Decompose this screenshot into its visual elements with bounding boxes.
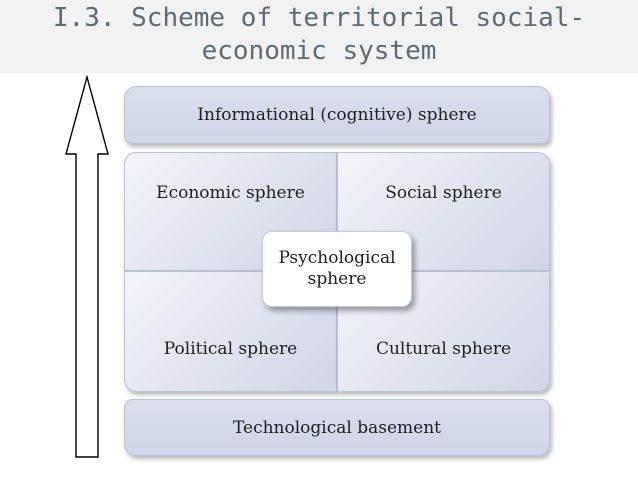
psychological-sphere-box: Psychological sphere [262,231,412,307]
title-bar [0,0,638,73]
upward-arrow-icon [65,74,109,458]
informational-sphere-band: Informational (cognitive) sphere [124,86,550,144]
technological-basement-band: Technological basement [124,399,550,456]
slide-title: I.3. Scheme of territorial social-econom… [52,3,586,66]
political-sphere-box: Political sphere [124,271,337,392]
